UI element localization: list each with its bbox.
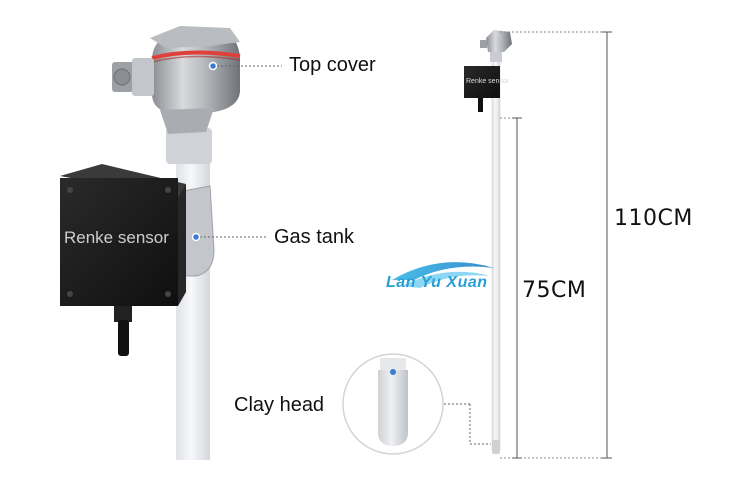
callout-dot-top-cover: [208, 61, 218, 71]
box-brand-text: Renke sensor: [64, 228, 169, 247]
full-probe-tube: [491, 51, 501, 451]
callout-dot-gas-tank: [191, 232, 201, 242]
dimension-75: [500, 117, 522, 459]
closeup-sensor: [60, 26, 241, 460]
full-sensor: [464, 30, 512, 454]
gas-tank-sleeve: [177, 185, 215, 277]
callout-gas-tank-label: Gas tank: [274, 226, 355, 248]
clay-head-inset: [342, 353, 444, 455]
callout-top-cover-label: Top cover: [289, 54, 376, 76]
collar: [166, 128, 212, 164]
callout-clay-head-label: Clay head: [234, 394, 325, 416]
dimension-110: [500, 31, 612, 459]
watermark-text: Lan Yu Xuan: [386, 274, 488, 291]
junction-box: [60, 164, 186, 356]
dimension-75-label: 75CM: [522, 278, 587, 303]
small-box-brand-text: Renke sensor: [466, 78, 510, 85]
watermark-logo: [392, 262, 494, 288]
dimension-110-label: 110CM: [614, 206, 693, 231]
top-cover-head: [112, 26, 241, 134]
